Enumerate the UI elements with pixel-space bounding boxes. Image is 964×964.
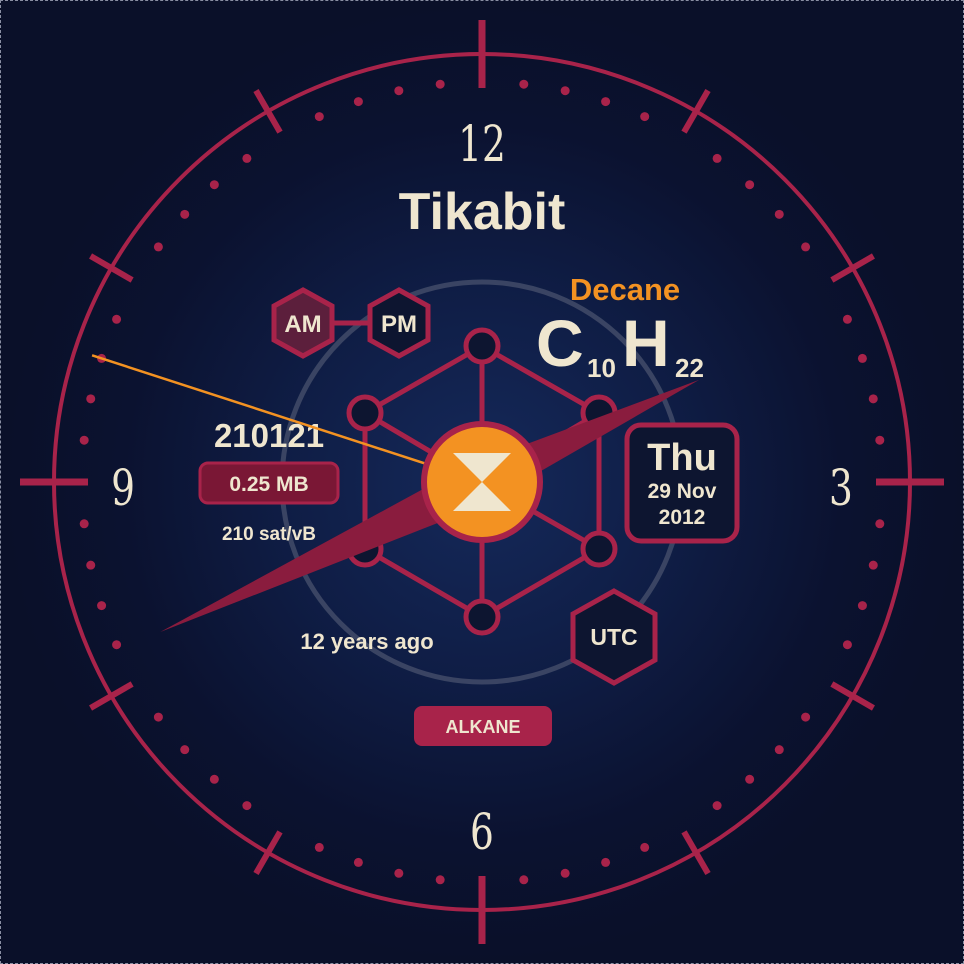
date-year: 2012 — [659, 506, 706, 529]
second-hand — [91, 354, 483, 484]
minute-dot — [745, 774, 755, 784]
minute-dot — [112, 640, 122, 650]
minute-dot — [86, 560, 96, 570]
minute-dot — [842, 640, 852, 650]
formula-carbon-count: 10 — [587, 353, 616, 383]
hour-tick — [830, 681, 875, 711]
minute-dot — [97, 601, 107, 611]
hour-tick — [830, 253, 875, 283]
formula-hydrogen-count: 22 — [675, 353, 704, 383]
date-box — [624, 422, 740, 544]
minute-dot — [875, 519, 885, 529]
minute-dots — [79, 79, 885, 885]
block-age: 12 years ago — [300, 629, 433, 654]
minute-dot — [601, 97, 611, 107]
minute-dot — [209, 180, 219, 190]
block-fee: 210 sat/vB — [222, 524, 316, 545]
molecule-atoms — [346, 327, 618, 636]
hour-tick — [681, 830, 711, 875]
minute-dot — [712, 801, 722, 811]
numeral-6: 6 — [470, 804, 494, 862]
timezone-badge[interactable] — [570, 588, 658, 686]
family-badge — [414, 706, 552, 746]
formula-carbon: C — [536, 306, 584, 380]
minute-dot — [875, 435, 885, 445]
timezone-label: UTC — [590, 624, 637, 650]
minute-dot — [560, 868, 570, 878]
block-height: 210121 — [214, 417, 324, 454]
hour-ticks — [20, 20, 944, 944]
hour-tick — [89, 681, 134, 711]
minute-dot — [180, 745, 190, 755]
minute-dot — [868, 560, 878, 570]
formula-hydrogen: H — [622, 306, 670, 380]
minute-dot — [353, 97, 363, 107]
minute-dot — [394, 86, 404, 96]
minute-dot — [774, 209, 784, 219]
minute-dot — [353, 857, 363, 867]
family-label: ALKANE — [446, 717, 521, 737]
molecule-name: Decane — [570, 272, 680, 307]
hour-tick — [89, 253, 134, 283]
minute-dot — [242, 153, 252, 163]
block-size: 0.25 MB — [229, 473, 308, 496]
minute-dot — [435, 79, 445, 89]
brand-title: Tikabit — [399, 183, 566, 241]
minute-dot — [640, 842, 650, 852]
minute-dot — [79, 519, 89, 529]
minute-dot — [314, 842, 324, 852]
minute-dot — [801, 242, 811, 252]
hour-tick — [681, 89, 711, 134]
minute-dot — [774, 745, 784, 755]
hour-tick — [253, 89, 283, 134]
hourglass-icon — [453, 453, 511, 511]
minute-dot — [868, 394, 878, 404]
minute-dot — [712, 153, 722, 163]
minute-dot — [857, 601, 867, 611]
minute-dot — [857, 353, 867, 363]
pm-badge[interactable] — [367, 287, 431, 359]
minute-dot — [745, 180, 755, 190]
hour-tick — [253, 830, 283, 875]
molecule-formula: C 10 H 22 — [536, 306, 704, 383]
block-size-badge — [198, 461, 340, 505]
minute-dot — [209, 774, 219, 784]
minute-dot — [153, 712, 163, 722]
minute-dot — [519, 79, 529, 89]
minute-dot — [79, 435, 89, 445]
numeral-12: 12 — [458, 116, 506, 174]
minute-dot — [640, 112, 650, 122]
pm-label: PM — [381, 311, 417, 338]
minute-dot — [842, 314, 852, 324]
minute-dot — [112, 314, 122, 324]
numeral-9: 9 — [111, 460, 135, 518]
minute-dot — [153, 242, 163, 252]
minute-dot — [180, 209, 190, 219]
hour-hand — [160, 462, 492, 633]
minute-dot — [435, 875, 445, 885]
minute-dot — [560, 86, 570, 96]
minute-dot — [314, 112, 324, 122]
am-label: AM — [284, 311, 321, 338]
date-weekday: Thu — [647, 437, 717, 479]
date-day-month: 29 Nov — [648, 480, 717, 503]
minute-dot — [519, 875, 529, 885]
numeral-3: 3 — [829, 460, 853, 518]
am-badge[interactable] — [271, 287, 335, 359]
minute-dot — [242, 801, 252, 811]
minute-dot — [394, 868, 404, 878]
minute-dot — [86, 394, 96, 404]
minute-dot — [601, 857, 611, 867]
minute-dot — [801, 712, 811, 722]
